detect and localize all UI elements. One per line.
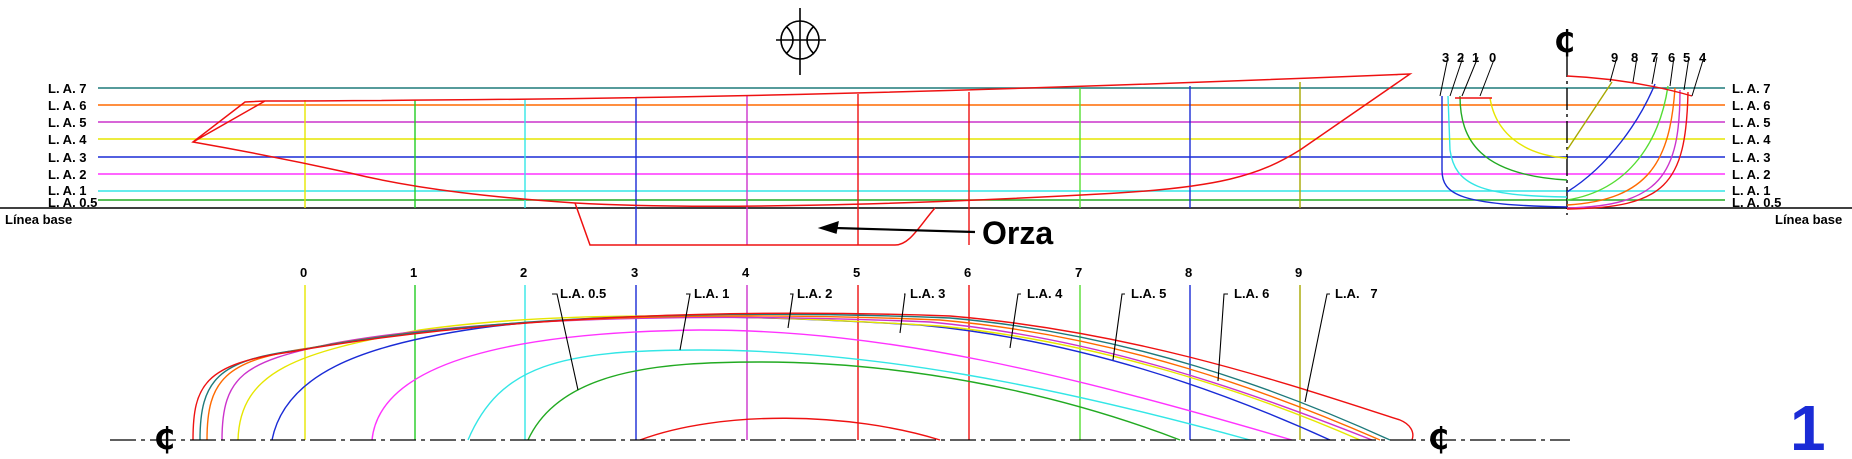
section-8 bbox=[1566, 83, 1656, 193]
label-la1-left: L. A. 1 bbox=[48, 183, 87, 198]
label-la05-right: L. A. 0.5 bbox=[1732, 195, 1781, 210]
section-label-1: 1 bbox=[1472, 50, 1479, 65]
section-label-4: 4 bbox=[1699, 50, 1707, 65]
label-la4-left: L. A. 4 bbox=[48, 132, 87, 147]
body-plan-labels: 3 2 1 0 9 8 7 6 5 4 ₵ bbox=[1442, 25, 1707, 65]
label-la6-right: L. A. 6 bbox=[1732, 98, 1771, 113]
plan-label-la4: L.A. 4 bbox=[1027, 286, 1063, 301]
keel-arrow bbox=[834, 226, 976, 234]
section-label-3: 3 bbox=[1442, 50, 1449, 65]
section-9 bbox=[1566, 81, 1613, 151]
body-plan bbox=[1439, 55, 1705, 215]
plan-label-la2: L.A. 2 bbox=[797, 286, 832, 301]
station-numbers: 0 1 2 3 4 5 6 7 8 9 bbox=[300, 265, 1302, 280]
section-7 bbox=[1566, 85, 1669, 201]
plan-label-la05: L.A. 0.5 bbox=[560, 286, 606, 301]
plan-label-la1: L.A. 1 bbox=[694, 286, 729, 301]
section-label-7: 7 bbox=[1651, 50, 1658, 65]
section-6 bbox=[1566, 87, 1676, 206]
keel-arrowhead bbox=[817, 220, 839, 234]
waterline-labels-right: L. A. 7 L. A. 6 L. A. 5 L. A. 4 L. A. 3 … bbox=[1732, 81, 1842, 227]
centerline-symbol-body: ₵ bbox=[1554, 25, 1575, 60]
station-number-9: 9 bbox=[1295, 265, 1302, 280]
label-la5-left: L. A. 5 bbox=[48, 115, 87, 130]
section-label-5: 5 bbox=[1683, 50, 1690, 65]
section-label-0: 0 bbox=[1489, 50, 1496, 65]
label-la2-left: L. A. 2 bbox=[48, 167, 87, 182]
station-number-3: 3 bbox=[631, 265, 638, 280]
label-baseline-left: Línea base bbox=[5, 212, 72, 227]
section-5 bbox=[1566, 89, 1681, 209]
sheet-number: 1 bbox=[1790, 392, 1826, 459]
plan-label-la3: L.A. 3 bbox=[910, 286, 945, 301]
plan-label-la7: L.A. 7 bbox=[1335, 286, 1378, 301]
label-la1-right: L. A. 1 bbox=[1732, 183, 1771, 198]
centerline-symbol-plan-left: ₵ bbox=[154, 422, 175, 457]
section-label-8: 8 bbox=[1631, 50, 1638, 65]
plan-label-la6: L.A. 6 bbox=[1234, 286, 1269, 301]
plan-label-la5: L.A. 5 bbox=[1131, 286, 1166, 301]
section-3 bbox=[1441, 96, 1568, 208]
label-baseline-right: Línea base bbox=[1775, 212, 1842, 227]
plan-waterline-la1 bbox=[467, 349, 1251, 441]
label-la7-right: L. A. 7 bbox=[1732, 81, 1771, 96]
station-number-6: 6 bbox=[964, 265, 971, 280]
station-number-1: 1 bbox=[410, 265, 417, 280]
plan-sheer bbox=[192, 312, 1414, 441]
plan-waterline-la05b bbox=[527, 361, 1181, 441]
label-la3-right: L. A. 3 bbox=[1732, 150, 1771, 165]
station-number-7: 7 bbox=[1075, 265, 1082, 280]
keel-profile bbox=[574, 202, 936, 246]
label-la6-left: L. A. 6 bbox=[48, 98, 87, 113]
section-label-9: 9 bbox=[1611, 50, 1618, 65]
hull-profile bbox=[191, 73, 1413, 207]
section-sheer bbox=[1566, 75, 1693, 97]
half-breadth-plan bbox=[110, 285, 1570, 441]
station-number-8: 8 bbox=[1185, 265, 1192, 280]
section-label-6: 6 bbox=[1668, 50, 1675, 65]
section-label-2: 2 bbox=[1457, 50, 1464, 65]
label-la05-left: L. A. 0.5 bbox=[48, 195, 97, 210]
profile-view bbox=[0, 73, 1852, 246]
plan-waterline-la05 bbox=[639, 417, 941, 441]
section-4 bbox=[1566, 91, 1689, 210]
section-2 bbox=[1447, 95, 1568, 198]
station-number-2: 2 bbox=[520, 265, 527, 280]
plan-waterline-la6 bbox=[206, 315, 1381, 441]
station-number-5: 5 bbox=[853, 265, 860, 280]
label-la2-right: L. A. 2 bbox=[1732, 167, 1771, 182]
centerline-symbol-plan-right: ₵ bbox=[1428, 422, 1449, 457]
label-la5-right: L. A. 5 bbox=[1732, 115, 1771, 130]
plan-waterline-la3 bbox=[271, 316, 1331, 441]
label-la4-right: L. A. 4 bbox=[1732, 132, 1771, 147]
plan-waterline-la2 bbox=[371, 329, 1293, 441]
plan-waterline-labels: L.A. 0.5 L.A. 1 L.A. 2 L.A. 3 L.A. 4 L.A… bbox=[560, 286, 1378, 301]
station-number-4: 4 bbox=[742, 265, 750, 280]
waterline-labels-left: L. A. 7 L. A. 6 L. A. 5 L. A. 4 L. A. 3 … bbox=[5, 81, 97, 227]
label-la3-left: L. A. 3 bbox=[48, 150, 87, 165]
station-number-0: 0 bbox=[300, 265, 307, 280]
midship-symbol bbox=[776, 8, 826, 75]
section-0 bbox=[1489, 97, 1568, 159]
label-la7-left: L. A. 7 bbox=[48, 81, 87, 96]
plan-waterline-la5 bbox=[221, 316, 1373, 441]
keel-label: Orza bbox=[982, 215, 1053, 251]
section-1 bbox=[1459, 95, 1568, 181]
